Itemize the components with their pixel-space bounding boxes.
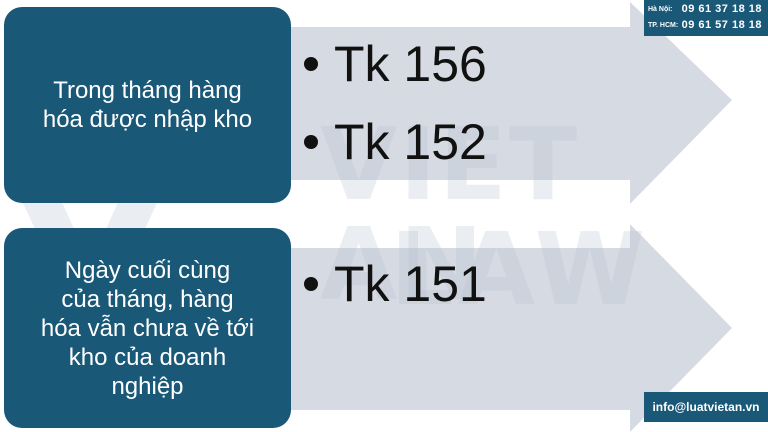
box-line: hóa được nhập kho — [42, 106, 253, 133]
account-label: Tk 151 — [334, 256, 487, 312]
condition-box-2: Ngày cuối cùng của tháng, hàng hóa vẫn c… — [4, 228, 291, 428]
contact-row-hcm: TP. HCM: 09 61 57 18 18 — [648, 19, 762, 31]
hcm-label: TP. HCM: — [648, 21, 679, 29]
email-badge[interactable]: info@luatvietan.vn — [644, 392, 768, 422]
box-line: hóa vẫn chưa về tới — [40, 314, 255, 342]
account-list-1: Tk 156 Tk 152 — [304, 34, 487, 172]
bullet-icon — [304, 135, 318, 149]
hcm-phone[interactable]: 09 61 57 18 18 — [681, 19, 762, 31]
condition-box-1: Trong tháng hàng hóa được nhập kho — [4, 7, 291, 203]
bullet-icon — [304, 57, 318, 71]
box-line: kho của doanh — [68, 343, 227, 371]
account-label: Tk 152 — [334, 114, 487, 170]
hanoi-label: Hà Nội: — [648, 5, 673, 13]
account-item: Tk 151 — [304, 254, 487, 314]
account-label: Tk 156 — [334, 36, 487, 92]
hanoi-phone[interactable]: 09 61 37 18 18 — [681, 3, 762, 15]
box-line: nghiệp — [111, 372, 184, 400]
box-line: Ngày cuối cùng — [64, 256, 231, 284]
contact-badge: Hà Nội: 09 61 37 18 18 TP. HCM: 09 61 57… — [644, 0, 768, 36]
box-line: của tháng, hàng — [61, 285, 234, 313]
bullet-icon — [304, 277, 318, 291]
condition-text-1: Trong tháng hàng hóa được nhập kho — [43, 76, 252, 134]
box-line: Trong tháng hàng — [53, 77, 242, 104]
condition-text-2: Ngày cuối cùng của tháng, hàng hóa vẫn c… — [41, 256, 254, 401]
contact-row-hanoi: Hà Nội: 09 61 37 18 18 — [648, 3, 762, 15]
account-list-2: Tk 151 — [304, 254, 487, 314]
account-item: Tk 152 — [304, 112, 487, 172]
account-item: Tk 156 — [304, 34, 487, 94]
